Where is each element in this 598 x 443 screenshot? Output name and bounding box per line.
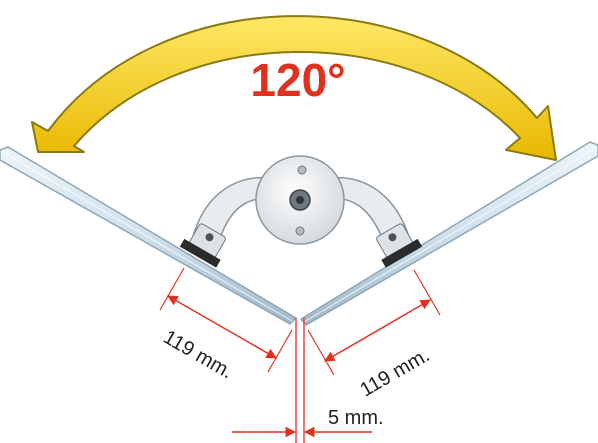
mounting-bracket bbox=[179, 155, 423, 268]
bracket-top-screw bbox=[297, 165, 307, 175]
swing-arrow bbox=[31, 15, 557, 161]
right-clamp bbox=[376, 223, 423, 268]
swing-arrow-shape bbox=[31, 15, 557, 161]
angle-label: 120° bbox=[250, 54, 345, 106]
right-panel bbox=[299, 141, 598, 326]
left-dimension-line bbox=[167, 295, 277, 359]
bracket-bottom-screw bbox=[295, 226, 305, 236]
right-dimension-label: 119 mm. bbox=[356, 344, 433, 401]
left-panel bbox=[0, 146, 298, 325]
right-dimension: 119 mm. bbox=[307, 269, 441, 401]
left-clamp bbox=[179, 223, 226, 268]
gap-dimension: 5 mm. bbox=[232, 318, 384, 443]
right-dimension-line bbox=[324, 299, 431, 362]
gap-dimension-label: 5 mm. bbox=[328, 407, 384, 429]
left-dimension-label: 119 mm. bbox=[159, 326, 236, 383]
